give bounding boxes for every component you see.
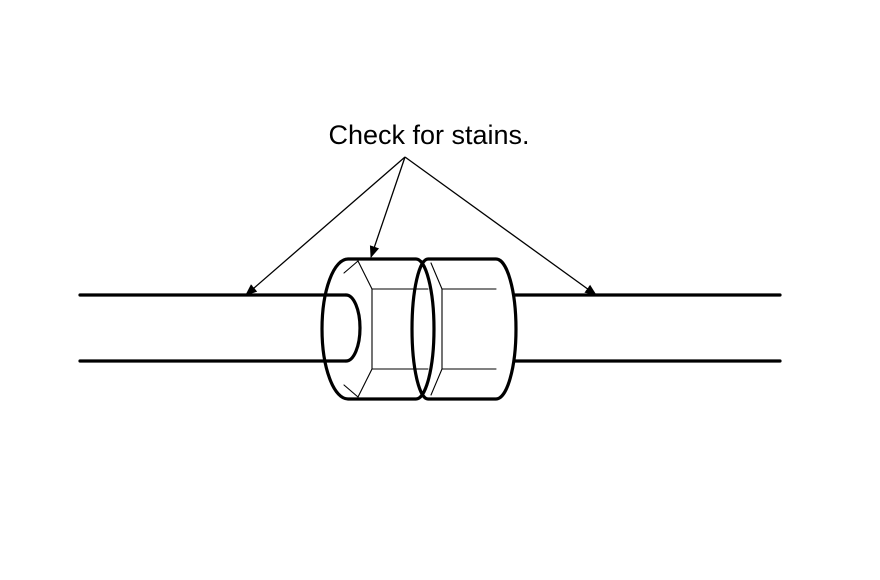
left-flare-nut	[320, 257, 436, 401]
leader-arrow-right-pipe	[404, 156, 597, 296]
callout-label: Check for stains.	[328, 120, 529, 150]
left-pipe	[78, 293, 362, 363]
leader-lines	[245, 156, 597, 296]
leader-arrow-left-pipe	[245, 156, 406, 296]
leader-arrow-nut	[369, 156, 406, 259]
right-flare-nut	[410, 257, 518, 401]
right-pipe	[512, 293, 782, 363]
